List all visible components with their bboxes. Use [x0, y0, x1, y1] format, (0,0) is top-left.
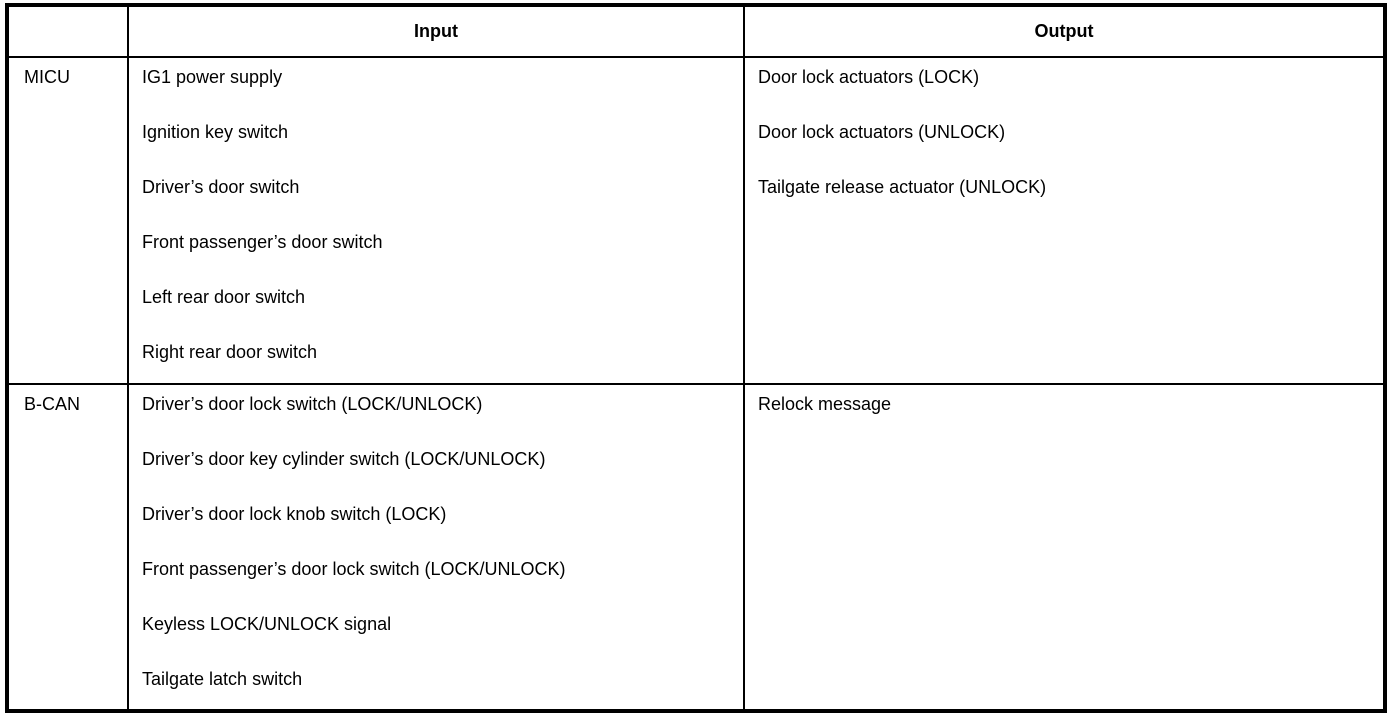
- table-row-bcan: B-CAN Driver’s door lock switch (LOCK/UN…: [6, 383, 1386, 712]
- input-column-header: Input: [127, 4, 745, 58]
- input-item: IG1 power supply: [142, 67, 283, 87]
- input-item: Right rear door switch: [142, 342, 318, 362]
- input-item: Driver’s door switch: [142, 177, 300, 197]
- input-item: Driver’s door key cylinder switch (LOCK/…: [142, 449, 546, 469]
- bcan-inputs-cell: Driver’s door lock switch (LOCK/UNLOCK) …: [127, 383, 745, 712]
- input-item: Ignition key switch: [142, 122, 289, 142]
- output-item: Door lock actuators (UNLOCK): [758, 122, 1006, 142]
- table-header-row: Input Output: [6, 4, 1386, 58]
- output-item: Relock message: [758, 394, 892, 414]
- output-item: Door lock actuators (LOCK): [758, 67, 980, 87]
- output-column-header: Output: [743, 4, 1386, 58]
- micu-inputs-cell: IG1 power supply Ignition key switch Dri…: [127, 56, 745, 385]
- table-row-micu: MICU IG1 power supply Ignition key switc…: [6, 56, 1386, 385]
- corner-cell: [6, 4, 129, 58]
- input-output-table: Input Output MICU IG1 power supply Ignit…: [5, 3, 1387, 713]
- row-label-bcan: B-CAN: [6, 383, 129, 712]
- output-item: Tailgate release actuator (UNLOCK): [758, 177, 1047, 197]
- bcan-outputs-cell: Relock message: [743, 383, 1386, 712]
- input-item: Front passenger’s door switch: [142, 232, 383, 252]
- input-item: Driver’s door lock switch (LOCK/UNLOCK): [142, 394, 483, 414]
- input-item: Front passenger’s door lock switch (LOCK…: [142, 559, 566, 579]
- row-label-micu: MICU: [6, 56, 129, 385]
- micu-outputs-cell: Door lock actuators (LOCK) Door lock act…: [743, 56, 1386, 385]
- input-item: Driver’s door lock knob switch (LOCK): [142, 504, 447, 524]
- input-item: Tailgate latch switch: [142, 669, 303, 689]
- input-item: Left rear door switch: [142, 287, 306, 307]
- input-item: Keyless LOCK/UNLOCK signal: [142, 614, 392, 634]
